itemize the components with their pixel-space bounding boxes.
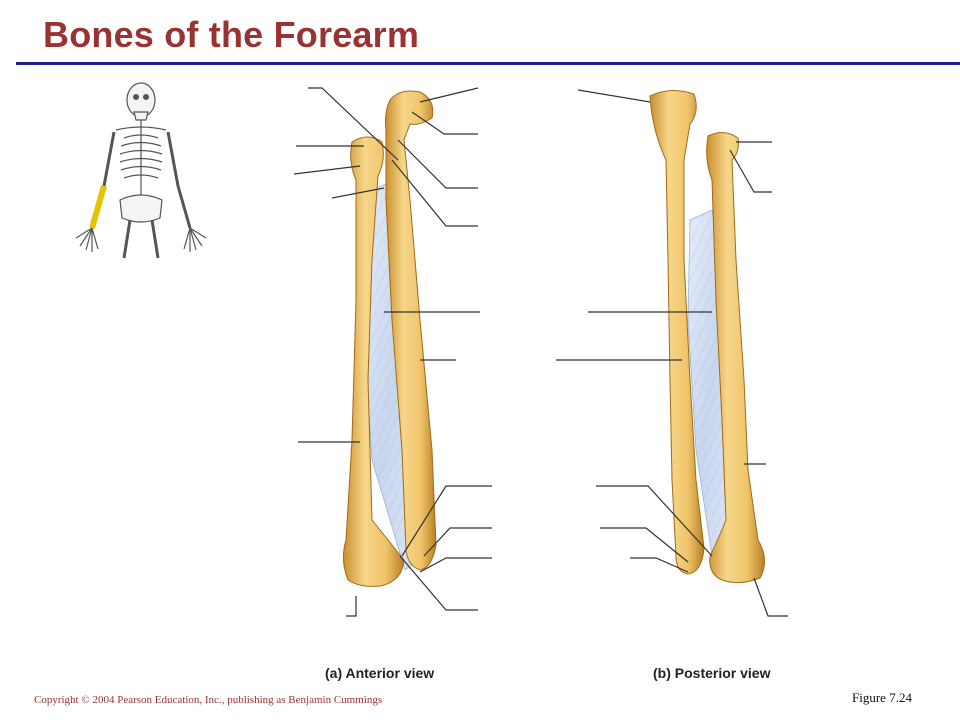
leader-p3 — [729, 149, 772, 193]
leader-p1 — [577, 89, 651, 103]
skeleton-thumbnail — [75, 82, 207, 259]
right-femur — [150, 219, 160, 259]
leader-a3 — [411, 111, 478, 135]
clavicles — [115, 126, 167, 131]
leader-a1 — [308, 87, 399, 161]
figure-number: Figure 7.24 — [852, 690, 912, 705]
leader-a15 — [399, 555, 478, 611]
leader-a12 — [401, 485, 492, 557]
left-femur — [122, 219, 132, 259]
leader-a7 — [293, 165, 361, 175]
leader-p8 — [600, 527, 689, 563]
pelvis — [119, 194, 163, 223]
right-humerus — [166, 131, 180, 187]
anterior-leader-lines — [293, 87, 492, 617]
radius-posterior — [706, 132, 765, 584]
ulna-anterior — [385, 90, 437, 571]
left-orbit — [133, 94, 139, 100]
leader-a13 — [423, 527, 492, 557]
ulna-posterior — [649, 90, 705, 575]
leader-p10 — [753, 577, 788, 617]
leader-a2 — [419, 87, 479, 103]
copyright-notice: Copyright © 2004 Pearson Education, Inc.… — [34, 694, 383, 706]
leader-a4 — [397, 139, 478, 189]
leader-a14 — [419, 557, 492, 573]
leader-p9 — [630, 557, 689, 573]
leader-a8 — [331, 187, 385, 199]
leader-a5 — [391, 159, 478, 227]
posterior-view — [649, 90, 765, 584]
caption-anterior: (a) Anterior view — [325, 665, 435, 681]
left-humerus — [102, 131, 116, 187]
right-orbit — [143, 94, 149, 100]
right-forearm — [176, 185, 192, 229]
highlighted-forearm — [89, 185, 107, 229]
leader-p7 — [596, 485, 713, 557]
caption-posterior: (b) Posterior view — [653, 665, 771, 681]
jaw — [133, 111, 149, 121]
left-hand — [75, 227, 99, 252]
ribcage — [119, 134, 163, 179]
radius-anterior — [342, 136, 405, 587]
posterior-leader-lines — [556, 89, 788, 617]
leader-a16 — [346, 596, 357, 617]
right-hand — [183, 227, 207, 252]
anterior-view — [342, 90, 437, 587]
slide-title: Bones of the Forearm — [43, 14, 420, 55]
title-rule — [16, 62, 960, 65]
